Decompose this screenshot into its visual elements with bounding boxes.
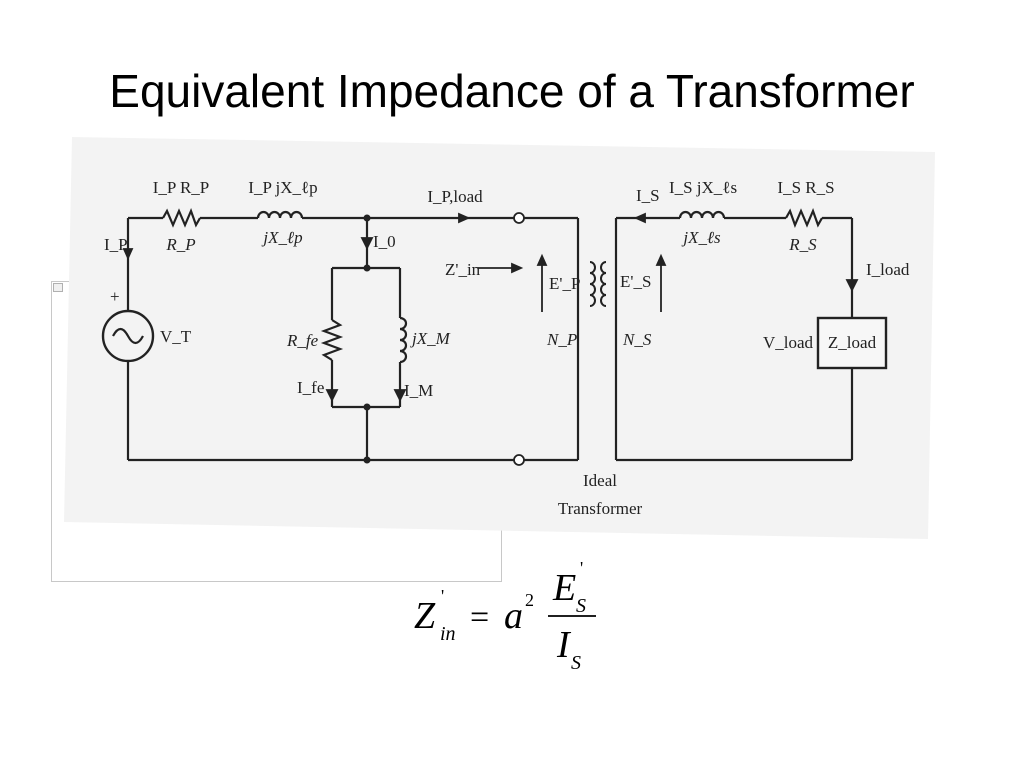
label-rp: R_P xyxy=(165,235,195,254)
label-plus: + xyxy=(110,287,120,306)
broken-image-icon xyxy=(53,283,63,292)
label-np: N_P xyxy=(546,330,577,349)
formula-equals: = xyxy=(470,599,489,636)
label-ns: N_S xyxy=(622,330,652,349)
label-jxlp: jX_ℓp xyxy=(261,228,302,247)
label-rfe: R_fe xyxy=(286,331,319,350)
load-box xyxy=(816,316,888,370)
terminal-top xyxy=(513,212,525,224)
arrow-iload xyxy=(845,279,859,293)
arrow-ip xyxy=(122,248,134,261)
magnetizing-inductor xyxy=(399,316,408,364)
formula-exponent: 2 xyxy=(525,590,534,610)
label-es: E'_S xyxy=(620,272,651,291)
label-iload: I_load xyxy=(866,260,910,279)
circuit-wires xyxy=(126,216,854,462)
formula-denominator: I xyxy=(556,624,572,666)
label-jxls: jX_ℓs xyxy=(681,228,721,247)
formula-numerator-prime: ' xyxy=(580,558,583,578)
impedance-formula: Z ' in = a 2 E ' S I S xyxy=(414,558,596,674)
formula-numerator: E xyxy=(552,567,576,609)
ac-sine-icon xyxy=(112,327,144,345)
circuit-labels: I_P R_P R_P I_P jX_ℓp jX_ℓp I_P,load I_P… xyxy=(104,178,910,518)
ac-source xyxy=(101,309,155,363)
label-im: I_M xyxy=(404,381,433,400)
arrow-zin-head xyxy=(511,262,524,274)
label-jxm: jX_M xyxy=(410,329,451,348)
junction-dot xyxy=(363,264,371,272)
label-vt: V_T xyxy=(160,327,192,346)
formula-lhs-prime: ' xyxy=(441,586,444,606)
formula-coef: a xyxy=(504,595,523,637)
label-rs: R_S xyxy=(788,235,817,254)
label-is-jxls: I_S jX_ℓs xyxy=(669,178,737,197)
primary-leakage-inductor xyxy=(256,210,304,219)
label-is: I_S xyxy=(636,186,660,205)
label-ip-jxlp: I_P jX_ℓp xyxy=(248,178,317,197)
formula-lhs-sub: in xyxy=(440,623,456,645)
arrow-ipload xyxy=(458,212,471,224)
arrow-is xyxy=(633,212,646,224)
label-ife: I_fe xyxy=(297,378,324,397)
junction-dot xyxy=(363,403,371,411)
arrow-i0 xyxy=(360,237,374,251)
primary-resistor xyxy=(162,207,201,228)
arrow-ifre xyxy=(325,389,339,403)
label-zin: Z'_in xyxy=(445,260,481,279)
label-ideal: Ideal xyxy=(583,471,617,490)
core-resistor xyxy=(320,319,344,361)
current-arrows xyxy=(122,212,859,403)
secondary-resistor xyxy=(785,207,823,229)
formula-denominator-sub: S xyxy=(571,652,581,674)
scan-background xyxy=(64,137,935,539)
formula-numerator-sub: S xyxy=(576,595,586,617)
transformer-secondary-winding xyxy=(600,261,607,307)
transformer-primary-winding xyxy=(589,261,596,307)
terminal-bottom xyxy=(513,454,525,466)
label-zload: Z_load xyxy=(828,333,877,352)
secondary-leakage-inductor xyxy=(678,210,726,219)
arrow-ep-head xyxy=(536,253,548,266)
label-vload: V_load xyxy=(763,333,814,352)
label-ip-load: I_P,load xyxy=(427,187,483,206)
junction-dot xyxy=(363,456,371,464)
label-ip: I_P xyxy=(104,235,128,254)
label-transformer: Transformer xyxy=(558,499,643,518)
label-is-rs: I_S R_S xyxy=(777,178,834,197)
formula-lhs: Z xyxy=(414,595,436,637)
junction-dot xyxy=(363,214,371,222)
label-ep: E'_P xyxy=(549,274,580,293)
arrow-es-head xyxy=(655,253,667,266)
slide-title: Equivalent Impedance of a Transformer xyxy=(109,65,915,117)
label-ip-rp: I_P R_P xyxy=(153,178,210,197)
label-i0: I_0 xyxy=(373,232,396,251)
arrow-im xyxy=(393,389,407,403)
